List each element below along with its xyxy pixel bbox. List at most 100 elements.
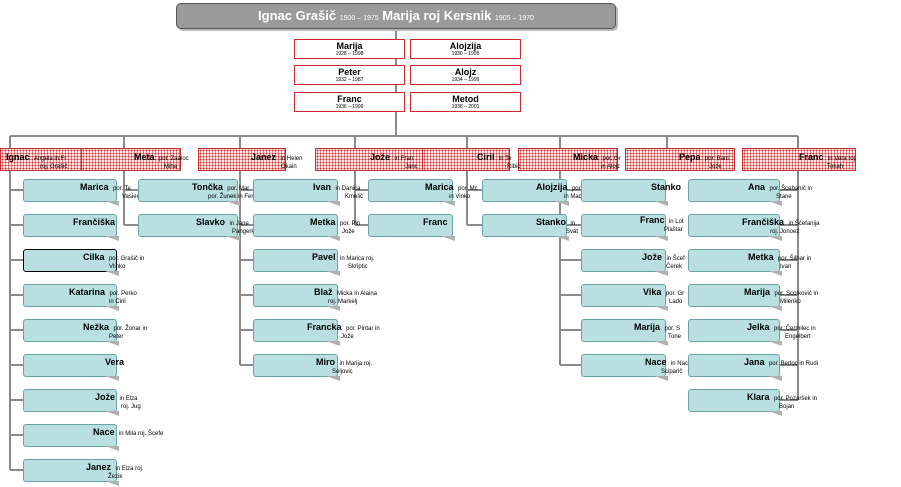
child-box[interactable] [482,179,569,206]
child-spouse: por. Pozaršek in [773,396,817,402]
sibling-name: Alojzija [449,41,482,51]
child-name: Nace [645,357,667,367]
child-spouse: por. Mc [457,186,478,192]
child-box[interactable] [23,389,119,416]
child-box[interactable] [23,459,119,486]
child-name: Blaž [314,287,333,297]
sibling-name: Alojz [454,67,477,77]
child-box[interactable] [23,319,119,346]
child-spouse-detail: Vasiencin [122,194,148,200]
family-head-box[interactable] [0,148,82,171]
child-box[interactable] [688,179,782,206]
family-head-box[interactable] [198,148,286,171]
child-name: Frančiška [742,217,785,227]
child-box[interactable] [253,214,340,241]
child-name: Miro [316,357,335,367]
family-spouse-detail: roj. Grašič [40,164,68,170]
child-box[interactable] [581,354,668,381]
child-box[interactable] [23,179,119,206]
child-box[interactable] [23,214,119,241]
child-name: Klara [747,392,770,402]
child-box[interactable] [581,284,668,311]
sibling-box[interactable]: Alojzija 1930 – 1995 [410,39,521,59]
family-head-label: Ciril in Te Ribič [477,151,520,171]
child-name: Jože [642,252,663,262]
child-box[interactable] [688,319,782,346]
child-box[interactable] [581,319,668,346]
child-label: Franc [423,216,448,229]
sibling-box[interactable]: Peter 1932 – 1987 [294,65,405,85]
child-spouse: in Danica [335,186,361,192]
child-box[interactable] [368,179,455,206]
child-box[interactable] [138,179,240,206]
family-head-name: Ignac [6,152,30,162]
sibling-box[interactable]: Marija 1928 – 1998 [294,39,405,59]
child-box[interactable] [482,214,569,241]
child-name: Marija [744,287,771,297]
child-box-selected[interactable] [23,249,119,276]
child-box[interactable] [688,284,782,311]
child-box[interactable] [688,389,782,416]
child-box[interactable] [581,179,668,206]
child-box[interactable] [253,354,340,381]
child-name: Vera [105,357,125,367]
sibling-name: Metod [452,94,479,104]
child-spouse-detail: Svat [566,229,579,235]
child-box[interactable] [23,354,119,381]
child-box[interactable] [138,214,240,241]
child-spouse: por. Te [112,186,131,192]
child-spouse: in Marica roj. [339,256,375,262]
child-box[interactable] [23,284,119,311]
family-spouse-detail: Tekah [827,164,844,170]
family-head-box[interactable] [315,148,427,171]
sibling-box[interactable]: Franc 1936 – 1999 [294,92,405,112]
child-name: Marica [425,182,454,192]
child-box[interactable] [23,424,119,451]
child-label: Vera [105,356,124,369]
family-head-box[interactable] [625,148,735,171]
family-head-box[interactable] [742,148,856,171]
child-box[interactable] [368,214,455,241]
child-box[interactable] [688,214,782,241]
child-box[interactable] [253,249,340,276]
root-couple-box[interactable]: Ignac Grašič 1900 – 1975 Marija roj Kers… [176,3,616,29]
child-name: Stanko [651,182,682,192]
child-name: Tončka [192,182,223,192]
child-box[interactable] [581,249,668,276]
child-spouse-detail: in Ciril [109,299,126,305]
child-box[interactable] [688,249,782,276]
child-name: Jana [744,357,765,367]
sibling-dates: 1932 – 1987 [335,77,364,83]
family-spouse-detail: Jože [709,164,722,170]
sibling-box[interactable]: Alojz 1934 – 1999 [410,65,521,85]
child-box[interactable] [688,354,782,381]
family-spouse: por. Zaaloc [158,156,189,162]
child-label: Janez in Elza roj.Žezik [86,461,143,481]
child-spouse: in Šcef [666,256,685,262]
sibling-dates: 1930 – 1995 [451,51,480,57]
child-spouse: in Lot [668,219,684,225]
family-head-box[interactable] [422,148,510,171]
sibling-box[interactable]: Metod 1938 – 2001 [410,92,521,112]
child-name: Slavko [196,217,226,227]
child-spouse-detail: roj. Jug [121,404,141,410]
child-box[interactable] [253,319,340,346]
family-spouse: in Vera roj. [827,156,857,162]
child-spouse: por. Grašič in [108,256,145,262]
child-label: Frančiška [73,216,115,229]
family-head-box[interactable] [81,148,181,171]
child-box[interactable] [581,214,668,241]
child-box[interactable] [253,284,340,311]
child-box[interactable] [253,179,340,206]
family-head-box[interactable] [518,148,618,171]
child-name: Marija [634,322,661,332]
